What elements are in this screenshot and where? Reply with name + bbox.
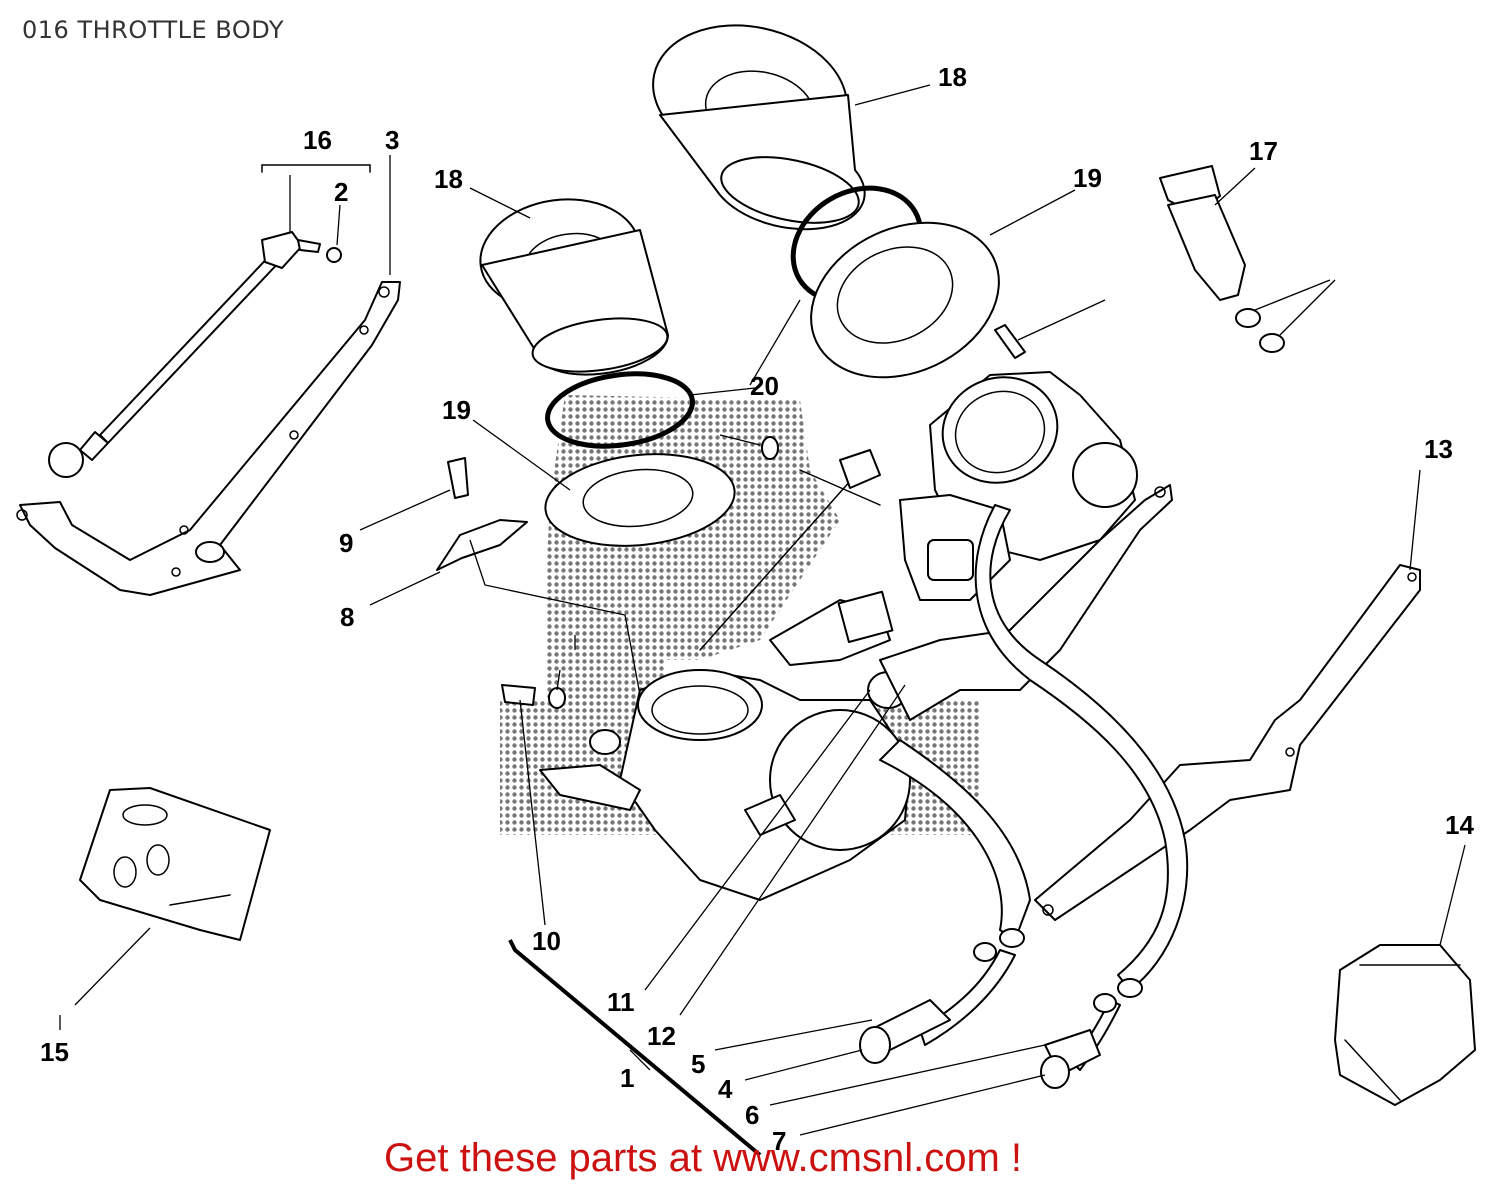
callout-14: 14: [1445, 810, 1474, 840]
callout-3: 3: [385, 125, 399, 155]
callout-15: 15: [40, 1037, 69, 1067]
callout-8: 8: [340, 602, 354, 632]
callout-7: 7: [772, 1126, 786, 1156]
callout-19-lower: 19: [442, 395, 471, 425]
part-1-group-bracket: [508, 939, 762, 1157]
callout-12: 12: [647, 1021, 676, 1051]
callout-19-upper: 19: [1073, 163, 1102, 193]
callout-18-upper: 18: [938, 62, 967, 92]
callout-2: 2: [334, 177, 348, 207]
part-9-screw: [447, 457, 469, 499]
callout-13: 13: [1424, 434, 1453, 464]
callout-11: 11: [607, 987, 635, 1017]
part-13-cross-bracket: [879, 484, 1421, 921]
part-14-cover: [1334, 944, 1476, 1106]
callout-17: 17: [1249, 136, 1278, 166]
part-3-bracket: [16, 281, 401, 596]
part-10-fitting: [501, 684, 566, 709]
part-18-funnel-upper: [652, 24, 866, 231]
screw-upper: [994, 324, 1026, 359]
callout-20: 20: [750, 371, 779, 401]
promo-link-text[interactable]: Get these parts at www.cmsnl.com !: [384, 1136, 1022, 1180]
callout-labels: 1 2 3 4 5 6 7 8 9 10 11 12 13 14 15 16 1…: [40, 62, 1474, 1156]
callout-9: 9: [339, 528, 353, 558]
part-19-seal-upper: [810, 221, 1000, 379]
callout-10: 10: [532, 926, 561, 956]
part-18-funnel-lower: [479, 198, 670, 376]
callout-18-lower: 18: [434, 164, 463, 194]
hoses: [859, 504, 1189, 1089]
callout-5: 5: [691, 1049, 705, 1079]
part-8-plate: [436, 519, 528, 571]
diagram-title: 016 THROTTLE BODY: [22, 16, 285, 44]
callout-16: 16: [303, 125, 332, 155]
leader-lines: [59, 84, 1466, 1136]
callout-1: 1: [620, 1063, 634, 1093]
part-17-injector: [1159, 165, 1285, 353]
callout-4: 4: [718, 1074, 733, 1104]
part-19-seal-lower: [544, 453, 736, 547]
part-16-linkage-rod: [48, 164, 371, 478]
callout-6: 6: [745, 1100, 759, 1130]
throttle-body-assembly: [539, 371, 1138, 901]
small-o-ring-center: [761, 436, 779, 460]
part-15-kit-bag: [79, 787, 271, 941]
